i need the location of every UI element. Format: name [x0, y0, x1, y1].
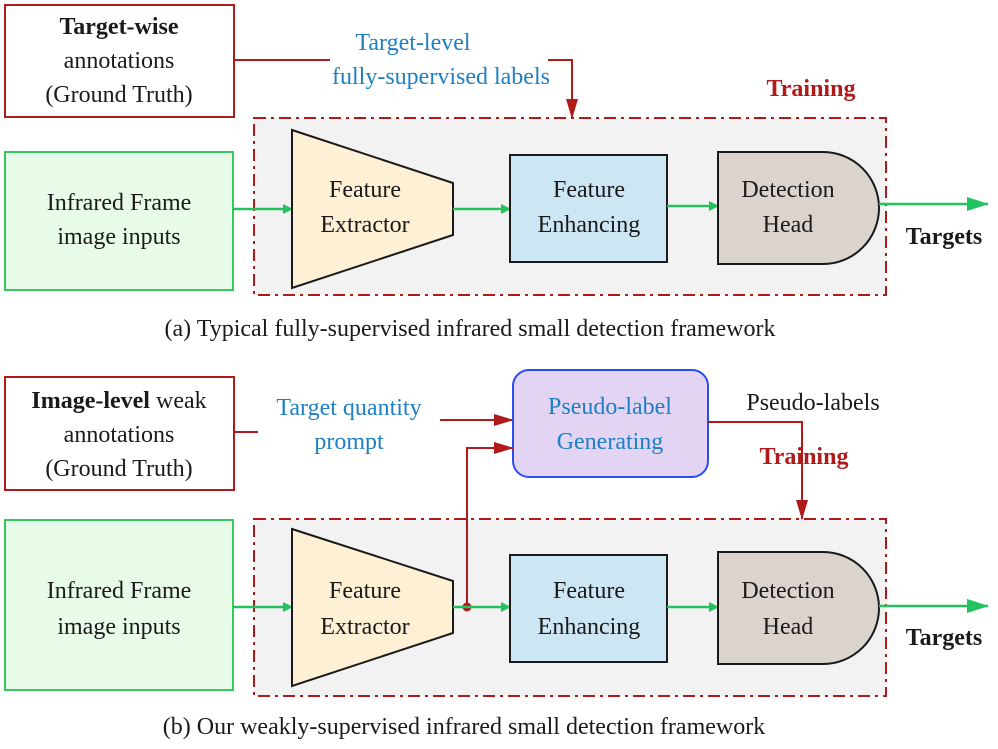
detection-head-b [717, 551, 880, 665]
prompt-line2-b: prompt [314, 429, 384, 455]
caption-b: (b) Our weakly-supervised infrared small… [163, 714, 765, 740]
feature-extractor-a [291, 128, 454, 290]
label-line1-a: Target-level [355, 30, 470, 56]
label-line2-a: fully-supervised labels [332, 64, 550, 90]
enhancing-line2-a: Enhancing [538, 212, 641, 238]
caption-a: (a) Typical fully-supervised infrared sm… [165, 316, 776, 342]
pseudo-label-box-b [512, 369, 709, 478]
feature-enhancing-b [509, 554, 668, 663]
input-line2-b: image inputs [57, 614, 180, 640]
feature-enhancing-a [509, 154, 668, 263]
input-line1-a: Infrared Frame [47, 190, 192, 216]
annotation-line3-a: (Ground Truth) [45, 82, 192, 108]
annotation-line2-a: annotations [64, 48, 175, 74]
label-arrow-a2 [548, 59, 578, 119]
extractor-line2-a: Extractor [320, 212, 409, 238]
extractor-line2-b: Extractor [320, 614, 409, 640]
annotation-box-a [4, 4, 235, 118]
panel-a: Target-wise annotations (Ground Truth) T… [4, 4, 989, 342]
extractor-line1-b: Feature [329, 578, 401, 604]
head-line1-a: Detection [741, 177, 834, 203]
annotation-bold-b: Image-level [31, 388, 150, 414]
annotation-line1-b: Image-level weak [31, 388, 206, 414]
head-line1-b: Detection [741, 578, 834, 604]
head-line2-a: Head [763, 212, 814, 238]
input-box-b [4, 519, 234, 691]
prompt-line1-b: Target quantity [276, 395, 421, 421]
head-line2-b: Head [763, 614, 814, 640]
input-line2-a: image inputs [57, 224, 180, 250]
annotation-bold-a: Target-wise [59, 14, 178, 40]
panel-b: Image-level weak annotations (Ground Tru… [4, 369, 989, 740]
output-label-b: Targets [906, 625, 982, 651]
enhancing-line1-a: Feature [553, 177, 625, 203]
pseudo-arrow-b [708, 421, 808, 520]
annotation-line2-b: annotations [64, 422, 175, 448]
extractor-line1-a: Feature [329, 177, 401, 203]
feature-branch-b [466, 442, 514, 607]
input-box-a [4, 151, 234, 291]
enhancing-line1-b: Feature [553, 578, 625, 604]
output-label-a: Targets [906, 224, 982, 250]
input-line1-b: Infrared Frame [47, 578, 192, 604]
pseudo-line2-b: Generating [557, 429, 664, 455]
feature-extractor-b [291, 527, 454, 688]
enhancing-line2-b: Enhancing [538, 614, 641, 640]
annotation-box-b [4, 376, 235, 491]
pseudo-labels-text-b: Pseudo-labels [746, 390, 879, 416]
annotation-line3-b: (Ground Truth) [45, 456, 192, 482]
training-label-a: Training [767, 76, 856, 102]
detection-head-a [717, 151, 880, 265]
annotation-rest-b: weak [150, 388, 207, 414]
training-label-b: Training [760, 444, 849, 470]
pseudo-line1-b: Pseudo-label [548, 394, 672, 420]
